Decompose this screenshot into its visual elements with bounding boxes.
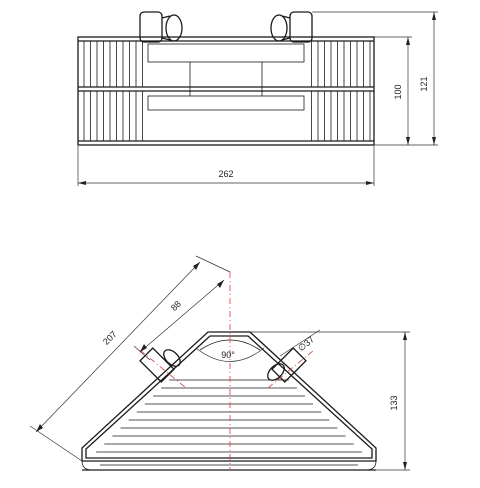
side-label: 207 [101,329,119,347]
total-height-label: 121 [419,76,429,91]
dimension-width: 262 [77,146,375,186]
dimension-plan-height: 133 [250,331,410,471]
plan-mount-left [139,347,181,383]
angle-indicator: 90° [195,347,265,362]
dimension-inner-height: 100 [374,36,412,146]
depth-label: 88 [169,299,183,313]
front-view-basket [77,36,375,146]
inner-height-label: 100 [393,84,403,99]
diameter-label: ∅37 [296,334,316,353]
dimension-diameter: ∅37 [279,329,321,357]
dimension-total-height: 121 [312,11,438,146]
dimension-depth: 88 [133,279,225,361]
plan-view-basket [81,331,377,471]
wall-mount-left [139,11,183,43]
front-wires [83,41,371,141]
centerlines [139,272,315,470]
dimension-side: 207 [29,255,231,462]
plan-slats [96,379,362,453]
width-dimension-label: 262 [218,169,233,179]
wall-mount-right [270,11,313,43]
angle-label: 90° [221,350,235,360]
plan-height-label: 133 [389,395,399,410]
plan-mount-right [267,347,307,383]
